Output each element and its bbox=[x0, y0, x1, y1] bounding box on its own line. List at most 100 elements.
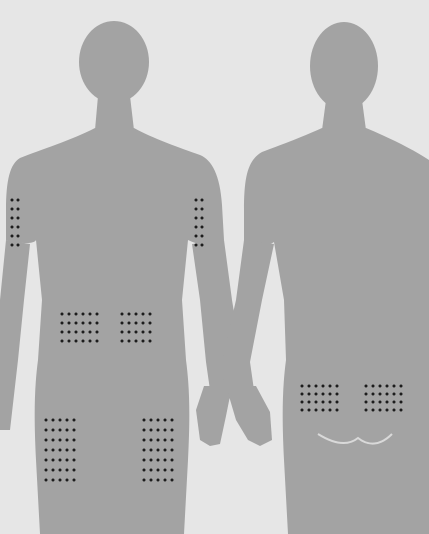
injection-dot bbox=[150, 479, 153, 482]
injection-dot bbox=[336, 393, 339, 396]
injection-dot bbox=[164, 459, 167, 462]
injection-dot bbox=[17, 226, 20, 229]
injection-dot bbox=[59, 459, 62, 462]
injection-dot bbox=[82, 322, 85, 325]
injection-dot bbox=[157, 419, 160, 422]
injection-dot bbox=[142, 322, 145, 325]
injection-dot bbox=[143, 469, 146, 472]
front-figure-neck bbox=[95, 96, 134, 130]
injection-dot bbox=[61, 331, 64, 334]
injection-dot bbox=[142, 331, 145, 334]
injection-dot bbox=[400, 393, 403, 396]
injection-dot bbox=[61, 313, 64, 316]
injection-dot bbox=[52, 459, 55, 462]
injection-dot bbox=[96, 340, 99, 343]
injection-dot bbox=[11, 199, 14, 202]
injection-dot bbox=[82, 313, 85, 316]
injection-dot bbox=[17, 235, 20, 238]
injection-dot bbox=[164, 429, 167, 432]
injection-dot bbox=[164, 419, 167, 422]
injection-dot bbox=[336, 401, 339, 404]
injection-dot bbox=[52, 439, 55, 442]
injection-dot bbox=[121, 313, 124, 316]
injection-dot bbox=[386, 409, 389, 412]
injection-dot bbox=[171, 459, 174, 462]
injection-dot bbox=[45, 479, 48, 482]
injection-dot bbox=[128, 322, 131, 325]
injection-dot bbox=[164, 479, 167, 482]
injection-dot bbox=[96, 322, 99, 325]
injection-dot bbox=[143, 439, 146, 442]
injection-dot bbox=[142, 340, 145, 343]
injection-dot bbox=[96, 313, 99, 316]
injection-dot bbox=[365, 409, 368, 412]
injection-dot bbox=[195, 208, 198, 211]
injection-dot bbox=[164, 469, 167, 472]
injection-dot bbox=[150, 449, 153, 452]
injection-dot bbox=[171, 439, 174, 442]
injection-dot bbox=[143, 429, 146, 432]
injection-dot bbox=[128, 340, 131, 343]
injection-dot bbox=[315, 409, 318, 412]
injection-dot bbox=[73, 439, 76, 442]
back-figure-hand bbox=[226, 386, 272, 446]
injection-dot bbox=[73, 459, 76, 462]
injection-dot bbox=[66, 479, 69, 482]
injection-dot bbox=[365, 393, 368, 396]
injection-dot bbox=[393, 409, 396, 412]
injection-dot bbox=[75, 331, 78, 334]
injection-dot bbox=[135, 340, 138, 343]
injection-dot bbox=[195, 199, 198, 202]
injection-dot bbox=[128, 313, 131, 316]
injection-dot bbox=[59, 479, 62, 482]
injection-dot bbox=[201, 235, 204, 238]
injection-dot bbox=[157, 459, 160, 462]
injection-dot bbox=[45, 439, 48, 442]
injection-dot bbox=[372, 393, 375, 396]
injection-dot bbox=[336, 385, 339, 388]
injection-dot bbox=[150, 419, 153, 422]
injection-dot bbox=[66, 439, 69, 442]
injection-dot bbox=[201, 217, 204, 220]
injection-dot bbox=[66, 429, 69, 432]
injection-dot bbox=[96, 331, 99, 334]
injection-dot bbox=[68, 340, 71, 343]
injection-dot bbox=[386, 401, 389, 404]
injection-dot bbox=[171, 449, 174, 452]
injection-dot bbox=[195, 217, 198, 220]
injection-dot bbox=[400, 401, 403, 404]
injection-dot bbox=[365, 385, 368, 388]
injection-dot bbox=[201, 226, 204, 229]
injection-dot bbox=[400, 385, 403, 388]
injection-dot bbox=[45, 419, 48, 422]
injection-dot bbox=[315, 401, 318, 404]
injection-dot bbox=[329, 409, 332, 412]
injection-dot bbox=[66, 459, 69, 462]
injection-dot bbox=[301, 393, 304, 396]
back-figure-body bbox=[244, 128, 429, 534]
injection-dot bbox=[17, 217, 20, 220]
injection-dot bbox=[149, 340, 152, 343]
injection-dot bbox=[75, 340, 78, 343]
injection-dot bbox=[393, 385, 396, 388]
injection-dot bbox=[150, 469, 153, 472]
injection-dot bbox=[315, 385, 318, 388]
injection-dot bbox=[379, 393, 382, 396]
injection-dot bbox=[59, 429, 62, 432]
injection-dot bbox=[393, 393, 396, 396]
injection-dot bbox=[308, 401, 311, 404]
injection-dot bbox=[73, 479, 76, 482]
injection-dot bbox=[149, 331, 152, 334]
injection-dot bbox=[201, 244, 204, 247]
injection-dot bbox=[150, 429, 153, 432]
injection-dot bbox=[45, 469, 48, 472]
front-figure-hand bbox=[196, 386, 232, 446]
back-figure-neck bbox=[322, 100, 366, 130]
injection-dot bbox=[171, 469, 174, 472]
injection-dot bbox=[379, 385, 382, 388]
injection-dot bbox=[11, 235, 14, 238]
injection-dot bbox=[150, 459, 153, 462]
injection-dot bbox=[89, 322, 92, 325]
injection-dot bbox=[52, 469, 55, 472]
